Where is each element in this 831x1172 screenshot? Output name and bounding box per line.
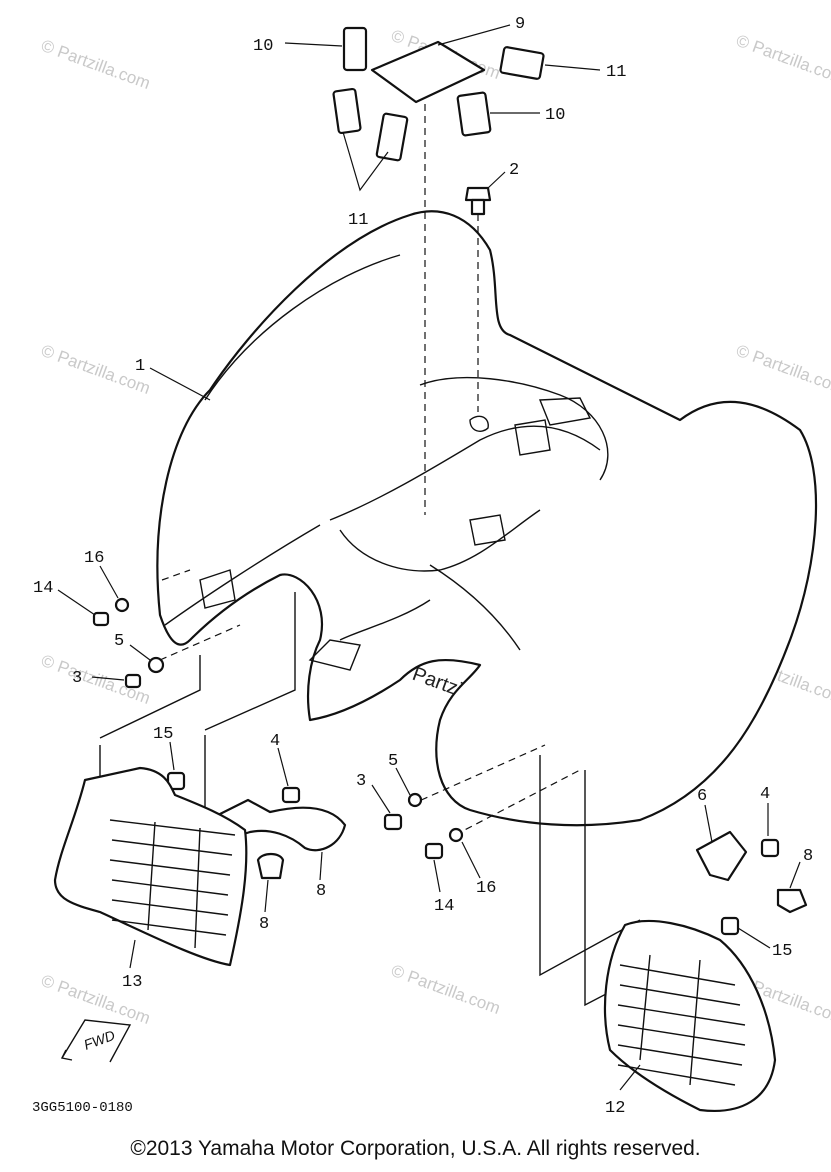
callout-15-left: 15 <box>153 725 173 744</box>
fwd-indicator: FWD <box>60 1019 132 1063</box>
callout-14-right: 14 <box>434 897 454 916</box>
screw-14-right <box>424 842 444 860</box>
reflector-11-left-b <box>375 112 409 162</box>
reflector-11-left-a <box>332 87 362 135</box>
watermark: © Partzilla.com <box>389 961 503 1018</box>
watermark: © Partzilla.com <box>734 31 831 88</box>
watermark: © Partzilla.com <box>39 36 153 93</box>
callout-2: 2 <box>509 161 519 180</box>
callout-12: 12 <box>605 1099 625 1118</box>
callout-11-right: 11 <box>606 63 626 82</box>
watermark: © Partzilla.com <box>734 341 831 398</box>
exploded-parts-diagram: © Partzilla.com © Partzilla.com © Partzi… <box>32 15 831 1118</box>
rear-fender-1 <box>156 210 818 827</box>
callout-15-right: 15 <box>772 942 792 961</box>
callout-16-left: 16 <box>84 549 104 568</box>
callout-4-center: 4 <box>270 732 280 751</box>
collar-5-right <box>407 792 423 808</box>
callout-10-right: 10 <box>545 106 565 125</box>
bolt-8-center <box>256 852 285 880</box>
callout-4-right: 4 <box>760 785 770 804</box>
copyright-notice: ©2013 Yamaha Motor Corporation, U.S.A. A… <box>130 1137 701 1160</box>
callout-16-right: 16 <box>476 879 496 898</box>
callout-6: 6 <box>697 787 707 806</box>
assembly-lines <box>99 104 701 1007</box>
callout-5-left: 5 <box>114 632 124 651</box>
washer-16-right <box>448 827 464 843</box>
callout-3-right: 3 <box>356 772 366 791</box>
screw-3-right <box>383 813 403 831</box>
plate-9 <box>370 40 486 104</box>
mud-flap-13 <box>53 766 248 967</box>
mud-flap-12 <box>603 919 777 1112</box>
callout-8-center: 8 <box>259 915 269 934</box>
reflector-group <box>332 26 545 162</box>
bolt-2 <box>464 186 492 216</box>
bolt-8-right <box>776 888 808 914</box>
callout-14-left: 14 <box>33 579 53 598</box>
callout-13: 13 <box>122 973 142 992</box>
callout-9: 9 <box>515 15 525 34</box>
hardware <box>92 597 808 936</box>
callout-11-left: 11 <box>348 211 368 230</box>
nut-4-center <box>281 786 301 804</box>
bracket-7 <box>206 798 347 852</box>
bracket-6 <box>695 830 748 882</box>
leader-lines <box>57 24 801 1091</box>
reflector-10-right <box>456 91 492 137</box>
screw-14-left <box>92 611 110 627</box>
callout-10-top: 10 <box>253 37 273 56</box>
callout-3-left: 3 <box>72 669 82 688</box>
collar-5-left <box>147 656 165 674</box>
callout-5-right: 5 <box>388 752 398 771</box>
callout-8-right: 8 <box>803 847 813 866</box>
callout-1: 1 <box>135 357 145 376</box>
callout-7: 8 <box>316 882 326 901</box>
callout-group: 10 9 11 10 11 2 1 16 14 5 3 15 4 3 5 14 … <box>33 15 813 1118</box>
nut-15-right <box>720 916 740 936</box>
reflector-10-top <box>342 26 368 72</box>
fwd-label: FWD <box>82 1027 117 1053</box>
screw-3-left <box>124 673 142 689</box>
nut-4-right <box>760 838 780 858</box>
reflector-11-right <box>499 46 545 80</box>
washer-16-left <box>114 597 130 613</box>
part-code: 3GG5100-0180 <box>32 1100 133 1116</box>
